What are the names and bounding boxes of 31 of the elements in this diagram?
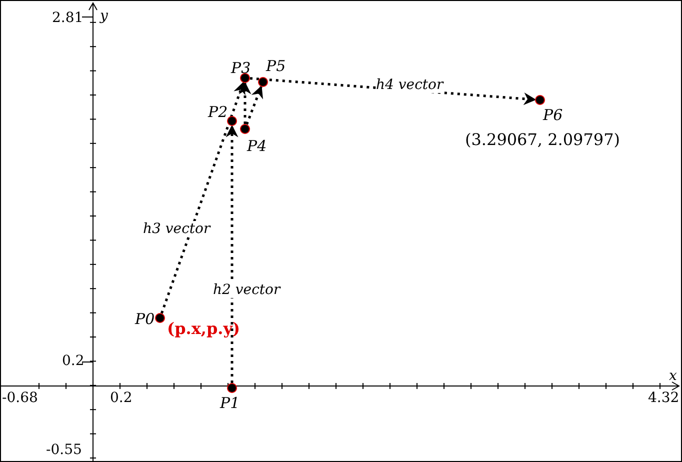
point-label: P0 bbox=[135, 311, 155, 327]
point-label: P6 bbox=[543, 107, 563, 123]
axis-value: 4.32 bbox=[648, 390, 680, 406]
edge-label: h3 vector bbox=[143, 221, 210, 237]
coordinate-label: (3.29067, 2.09797) bbox=[465, 132, 620, 148]
labeled-point bbox=[208, 104, 236, 125]
point-label: P3 bbox=[231, 60, 251, 76]
vector-arrow bbox=[226, 124, 238, 383]
vector-arrow bbox=[160, 82, 246, 314]
point-label: P5 bbox=[266, 58, 286, 74]
labeled-point bbox=[241, 125, 267, 154]
axis-value: 2.81 bbox=[52, 10, 84, 26]
point-label: P2 bbox=[208, 104, 228, 120]
point-label: P1 bbox=[220, 395, 240, 411]
labeled-point bbox=[220, 384, 240, 411]
axis-value: -0.55 bbox=[46, 442, 82, 458]
vector-arrow bbox=[238, 82, 252, 124]
axis-label: y bbox=[100, 8, 108, 24]
labeled-point bbox=[259, 58, 286, 86]
point-label: P4 bbox=[247, 138, 267, 154]
labeled-point bbox=[536, 96, 563, 123]
labeled-point bbox=[231, 60, 251, 82]
labeled-point bbox=[135, 311, 164, 327]
axis-value: 0.2 bbox=[62, 353, 84, 369]
axis-value: -0.68 bbox=[2, 390, 38, 406]
axis-label: x bbox=[669, 368, 677, 384]
coordinate-label: (p.x,p.y) bbox=[167, 321, 240, 337]
axis-value: 0.2 bbox=[110, 390, 132, 406]
edge-label: h4 vector bbox=[376, 77, 444, 93]
edge-label: h2 vector bbox=[213, 282, 280, 298]
vector-arrow bbox=[246, 86, 264, 125]
